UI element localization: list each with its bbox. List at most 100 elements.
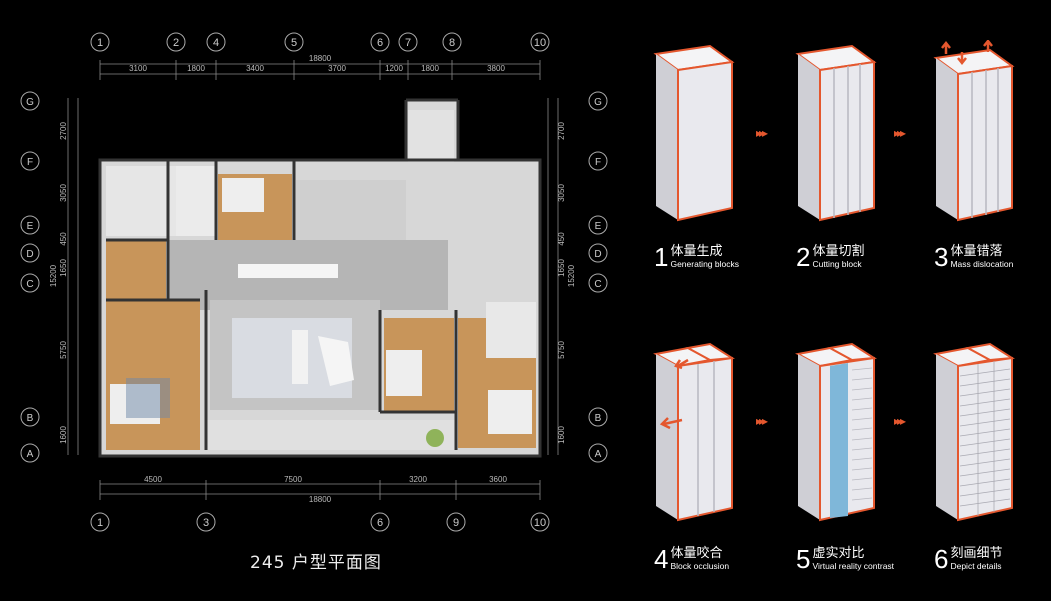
- plan-caption: 245 户型平面图: [250, 553, 382, 573]
- step-4: 4 体量咬合 Block occlusion: [648, 340, 778, 580]
- dim: 5750: [59, 341, 68, 359]
- master-bedroom-wood: [106, 300, 200, 450]
- step-number: 5: [796, 544, 811, 574]
- dim: 450: [59, 232, 68, 246]
- dim: 3050: [59, 184, 68, 202]
- step-title-en: Cutting block: [812, 259, 862, 269]
- step-5: 5 虚实对比 Virtual reality contrast: [790, 340, 920, 580]
- step-title-cn: 体量错落: [950, 244, 1003, 259]
- balcony-strip: [206, 420, 456, 450]
- dimension-lines: [67, 60, 559, 500]
- side-axis-markers: [20, 91, 608, 463]
- axis-label: 6: [377, 37, 383, 49]
- arrow-icon: ▸▸▸: [756, 414, 768, 428]
- axis-label: 6: [377, 517, 383, 529]
- down-arrow-icon: [957, 52, 967, 66]
- step-title-en: Block occlusion: [670, 561, 730, 571]
- bed-one: [222, 178, 264, 212]
- axis-label: 2: [173, 37, 179, 49]
- dim: 1600: [557, 426, 566, 444]
- axis-label: D: [594, 249, 601, 260]
- bathroom-three: [486, 302, 536, 358]
- axis-label: 5: [291, 37, 297, 49]
- arrow-icon: ▸▸▸: [894, 414, 906, 428]
- axis-label: 7: [405, 37, 411, 49]
- floor-plan-drawing: 1 2 4 5 6 7 8 10 1 3 6 9 10 G F E D C B …: [20, 32, 608, 532]
- arrow-icon: ▸▸▸: [756, 126, 768, 140]
- step-label: 6 刻画细节 Depict details: [934, 546, 1002, 572]
- step-title-cn: 虚实对比: [812, 546, 865, 561]
- axis-label: F: [595, 157, 601, 168]
- top-total-dim: 18800: [309, 54, 332, 63]
- glass-facade: [830, 363, 848, 518]
- dim: 1650: [557, 259, 566, 277]
- step-label: 4 体量咬合 Block occlusion: [654, 546, 729, 572]
- axis-label: 3: [203, 517, 209, 529]
- bottom-total-dim: 18800: [309, 495, 332, 504]
- dim: 1800: [187, 64, 205, 73]
- axis-label: 10: [534, 37, 546, 49]
- side-axis-labels: G F E D C B A G F E D C B A: [26, 97, 602, 460]
- block-occlusion-icon: [653, 342, 736, 522]
- dim: 5750: [557, 341, 566, 359]
- axis-label: D: [26, 249, 33, 260]
- dim: 450: [557, 232, 566, 246]
- dim: 1800: [421, 64, 439, 73]
- axis-label: 9: [453, 517, 459, 529]
- step-title-en: Virtual reality contrast: [812, 561, 895, 571]
- side-total-dim: 15200: [567, 264, 576, 287]
- step-label: 1 体量生成 Generating blocks: [654, 244, 739, 270]
- top-axis-labels: 1 2 4 5 6 7 8 10: [97, 37, 546, 49]
- axis-label: F: [27, 157, 33, 168]
- closet-wood: [106, 240, 166, 300]
- step-title-en: Generating blocks: [670, 259, 739, 269]
- dimension-values: 18800 3100 1800 3400 3700 1200 1800 3800…: [129, 54, 507, 504]
- balcony-bath: [408, 110, 454, 162]
- bottom-axis-labels: 1 3 6 9 10: [97, 517, 546, 529]
- dim: 2700: [557, 122, 566, 140]
- axis-label: 4: [213, 37, 219, 49]
- dim: 1600: [59, 426, 68, 444]
- arrow-icon: ▸▸▸: [894, 126, 906, 140]
- step-title-cn: 体量生成: [670, 244, 723, 259]
- step-6: 6 刻画细节 Depict details: [928, 340, 1051, 580]
- block-solid-icon: [653, 44, 735, 222]
- step-number: 2: [796, 242, 811, 272]
- step-title-en: Mass dislocation: [950, 259, 1014, 269]
- left-arrow-icon: [659, 417, 683, 430]
- step-3: 3 体量错落 Mass dislocation: [928, 40, 1051, 280]
- bathroom-one: [106, 166, 176, 236]
- plan-body: [98, 98, 542, 458]
- step-label: 3 体量错落 Mass dislocation: [934, 244, 1013, 270]
- axis-label: 1: [97, 37, 103, 49]
- axis-label: A: [595, 449, 602, 460]
- dim: 3600: [489, 475, 507, 484]
- dining-table: [238, 264, 338, 278]
- axis-label: G: [26, 97, 34, 108]
- block-detail-icon: [933, 342, 1016, 522]
- axis-label: 8: [449, 37, 455, 49]
- side-dimension-values: 2700 3050 450 1650 5750 1600 15200 2700 …: [49, 122, 576, 444]
- step-title-cn: 体量咬合: [670, 546, 723, 561]
- bed-two: [386, 350, 422, 396]
- up-arrow-icon: [983, 40, 993, 52]
- axis-label: C: [26, 279, 33, 290]
- axis-label: B: [595, 413, 602, 424]
- step-title-cn: 刻画细节: [950, 546, 1003, 561]
- dim: 1650: [59, 259, 68, 277]
- axis-label: 1: [97, 517, 103, 529]
- piano: [318, 336, 354, 386]
- step-label: 2 体量切割 Cutting block: [796, 244, 864, 270]
- dim: 3700: [328, 64, 346, 73]
- axis-label: A: [27, 449, 34, 460]
- axis-label: B: [27, 413, 34, 424]
- step-title-cn: 体量切割: [812, 244, 865, 259]
- left-arrow-icon: [674, 358, 689, 370]
- bottom-axis-markers: [90, 512, 550, 532]
- kitchen-floor: [296, 180, 406, 240]
- axis-label: E: [595, 221, 602, 232]
- dim: 3400: [246, 64, 264, 73]
- block-contrast-icon: [795, 342, 878, 522]
- bathroom-two: [176, 166, 216, 236]
- block-cut-icon: [795, 44, 877, 222]
